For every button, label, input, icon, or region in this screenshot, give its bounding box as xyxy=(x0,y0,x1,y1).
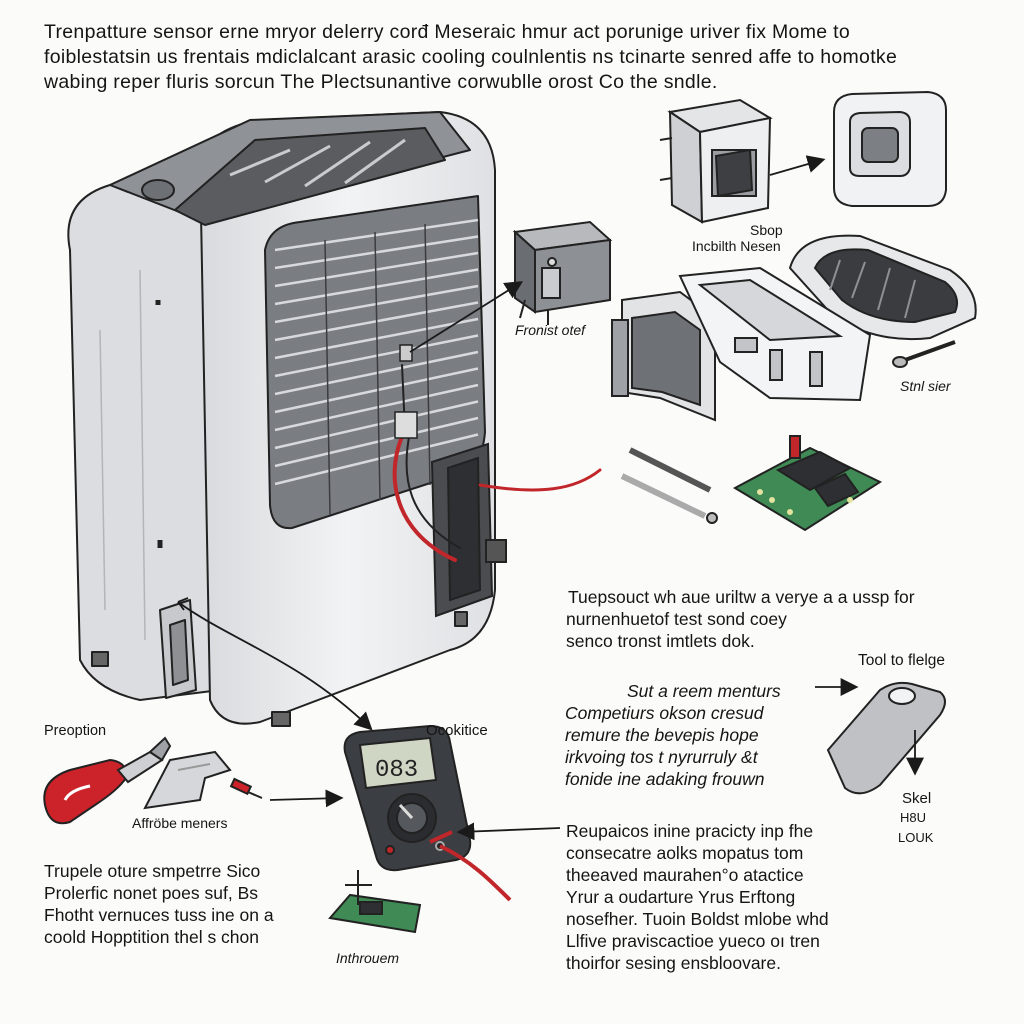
screw xyxy=(892,340,956,368)
sensor-pcb xyxy=(328,870,422,934)
right-line: thoirfor sesing ensbloovare. xyxy=(566,953,781,973)
right-line: nosefher. Tuoin Boldst mlobe whd xyxy=(566,909,829,929)
left-line: coold Hopptition thel s chon xyxy=(44,927,259,947)
appliance-unit xyxy=(67,111,496,727)
grille-louver xyxy=(274,367,479,414)
tool-arrow xyxy=(269,789,344,808)
metal-bracket xyxy=(143,750,232,810)
control-box xyxy=(430,442,507,618)
connection-arrow xyxy=(177,601,373,731)
mid-line: nurnenhuetof test sond coey xyxy=(566,609,787,629)
internal-wiring xyxy=(392,344,602,562)
screw-label: Stnl sier xyxy=(900,378,951,394)
steps-paragraph: Sut a reem menturs Competiurs okson cres… xyxy=(565,680,781,790)
right-line: theeaved maurahen°o atactice xyxy=(566,865,804,885)
steps-line: Competiurs okson cresud xyxy=(565,703,764,723)
steps-line: fonide ine adaking frouwn xyxy=(565,769,765,789)
right-line: consecatre aolks mopatus tom xyxy=(566,843,804,863)
tool-label: Tool to flelge xyxy=(858,652,946,669)
fan-cover xyxy=(788,234,977,341)
steps-line: remure the bevepis hope xyxy=(565,725,759,745)
sk-label-line1: Skel xyxy=(902,790,932,807)
grille-louver xyxy=(274,235,479,270)
meter-label: Ocokitice xyxy=(426,722,488,739)
grille-louver xyxy=(274,433,479,486)
left-paragraph: Trupele oture smpetrre Sico Prolerfic no… xyxy=(44,860,274,948)
left-line: Fhotht vernuces tuss ine on a xyxy=(44,905,274,925)
meter-probe-lead xyxy=(439,844,512,902)
probe-arrow xyxy=(456,822,561,841)
pieces-label: Affröbe meners xyxy=(132,815,228,831)
control-pcb xyxy=(732,435,883,532)
filter-frame xyxy=(611,290,716,422)
base-tray xyxy=(678,266,872,402)
header-line: wabing reper fluris sorcun The Plectsuna… xyxy=(44,71,718,93)
shop-label-line1: Sbop xyxy=(750,222,783,238)
right-line: Yrur a oudarture Yrus Erftong xyxy=(566,887,796,907)
grille-louver xyxy=(274,218,479,252)
prep-label: Preoption xyxy=(44,723,107,739)
grille-louver xyxy=(274,400,479,450)
sk-label-line3: LOUK xyxy=(898,830,934,845)
board-label: Inthrouem xyxy=(336,950,400,966)
sensor-label: Fronist otef xyxy=(515,322,586,338)
grille-louver xyxy=(274,416,479,468)
steps-line: irkvoing tos t nyrurruly &t xyxy=(565,747,758,767)
shop-label-line2: Incbilth Nesen xyxy=(692,238,781,254)
rod-set xyxy=(620,447,718,524)
mid-line: senco tronst imtlets dok. xyxy=(566,631,755,651)
metal-plate xyxy=(826,681,946,795)
header-text: Trenpatture sensor erne mryor delerry co… xyxy=(44,20,897,95)
grille-louver xyxy=(274,334,479,378)
relay-housing xyxy=(659,98,773,224)
sk-label-line2: H8U xyxy=(900,810,927,825)
right-line: Llfive praviscactioe yueco oı tren xyxy=(566,931,820,951)
left-line: Trupele oture smpetrre Sico xyxy=(44,861,261,881)
relay-arrow xyxy=(769,155,826,176)
fuse xyxy=(229,777,263,799)
multimeter xyxy=(343,724,472,872)
sensor-arrow xyxy=(409,281,524,353)
top-vent xyxy=(174,127,446,226)
meter-display-value: 083 xyxy=(375,757,418,784)
header-line: Trenpatture sensor erne mryor delerry co… xyxy=(44,21,850,43)
right-paragraph: Reupaicos inine pracicty inp fhe conseca… xyxy=(566,820,829,974)
mid-paragraph: Tuepsouct wh aue uriltw a verye a a ussp… xyxy=(566,586,915,652)
mid-line: Tuepsouct wh aue uriltw a verye a a ussp… xyxy=(568,587,915,607)
sensor-module xyxy=(512,220,613,325)
sensor-cover xyxy=(833,90,947,207)
screwdriver xyxy=(43,736,172,825)
top-knob xyxy=(141,179,175,201)
grille-louver xyxy=(274,251,479,288)
left-line: Prolerfic nonet poes suf, Bs xyxy=(44,883,258,903)
grille-louver xyxy=(274,350,479,396)
grille-louver xyxy=(274,383,479,432)
right-line: Reupaicos inine pracicty inp fhe xyxy=(566,821,814,841)
steps-line: Sut a reem menturs xyxy=(627,681,781,701)
header-line: foiblestatsin us frentais mdiclalcant ar… xyxy=(44,46,898,68)
